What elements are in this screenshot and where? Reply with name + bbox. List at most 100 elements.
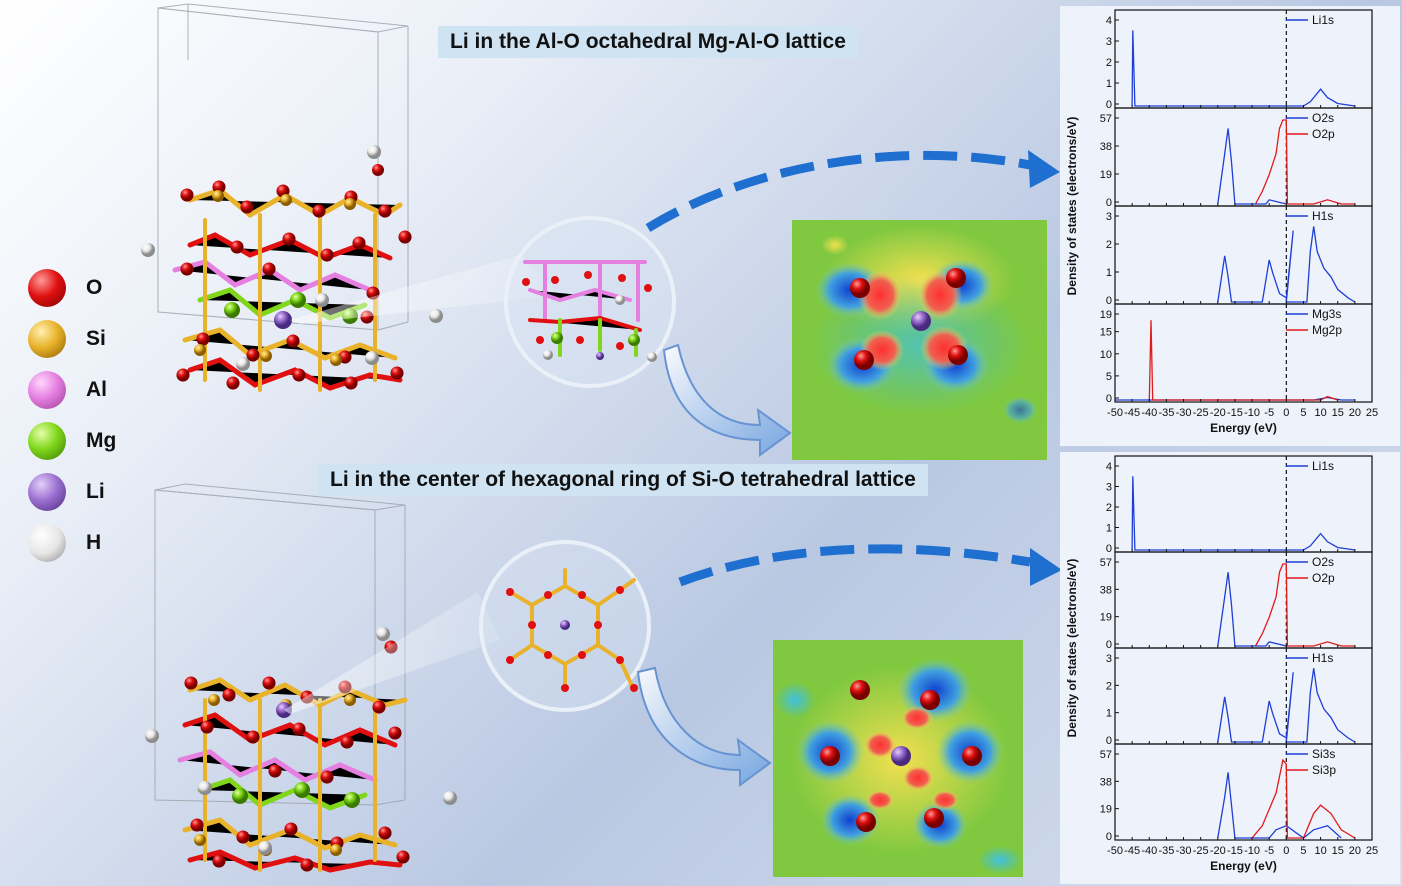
dos-xtick-label: -20 xyxy=(1210,407,1226,419)
magnesium-ball-icon xyxy=(28,421,66,460)
bottom-zoom-beam xyxy=(284,592,500,714)
dos-ytick-label: 57 xyxy=(1100,557,1112,569)
legend-item-h: H xyxy=(28,517,116,568)
dos-curve-h1s xyxy=(1217,226,1356,303)
dos-panel-top: Density of states (electrons/eV) 0 1 2 3 4 Li1… xyxy=(1060,6,1400,446)
dos-xtick-label: -15 xyxy=(1227,407,1243,419)
legend-item-li: Li xyxy=(28,466,116,517)
dos-curve-mg2p xyxy=(1148,320,1338,401)
atom-legend: O Si Al Mg Li H xyxy=(28,262,116,568)
bottom-arrowhead xyxy=(1030,548,1060,586)
dos-ytick-label: 19 xyxy=(1100,612,1112,624)
dos-ytick-label: 19 xyxy=(1100,169,1112,181)
bottom-curved-arrow xyxy=(636,666,772,787)
dos-curve-li1s xyxy=(1131,476,1355,551)
dos-xtick-label: 15 xyxy=(1332,407,1344,419)
dos-ytick-label: 2 xyxy=(1106,502,1112,514)
dos-legend-label: O2p xyxy=(1312,571,1335,585)
top-zoom-beam xyxy=(290,255,560,324)
hydrogen-ball-icon xyxy=(28,523,66,562)
dos-subplot-frame xyxy=(1114,647,1373,745)
dos-ytick-label: 19 xyxy=(1100,804,1112,816)
bottom-zoom-circle xyxy=(479,540,651,712)
dos-ytick-label: 3 xyxy=(1106,653,1112,665)
dos-xtick-label: -10 xyxy=(1244,407,1260,419)
dos-chart-top: Density of states (electrons/eV) 0 1 2 3 4 Li1… xyxy=(1065,9,1378,435)
aluminum-ball-icon xyxy=(28,370,66,409)
dos-curve-si3s xyxy=(1217,772,1342,839)
dos-legend-label: Si3s xyxy=(1312,747,1335,761)
dos-ytick-label: 0 xyxy=(1106,831,1112,843)
oxygen-ball-icon xyxy=(28,268,66,307)
dos-ytick-label: 0 xyxy=(1106,295,1112,307)
legend-item-al: Al xyxy=(28,364,116,415)
dos-ytick-label: 38 xyxy=(1100,584,1112,596)
dos-ytick-label: 0 xyxy=(1106,197,1112,209)
dos-legend-label: Mg3s xyxy=(1312,307,1341,321)
top-arrowhead xyxy=(1028,150,1060,188)
legend-item-o: O xyxy=(28,262,116,313)
dos-xtick-label: 0 xyxy=(1283,845,1289,857)
dos-legend-label: O2s xyxy=(1312,111,1334,125)
dos-xtick-label: -45 xyxy=(1124,845,1140,857)
dos-xtick-label: -30 xyxy=(1176,845,1192,857)
dos-xtick-label: 25 xyxy=(1366,845,1378,857)
dos-subplot-frame xyxy=(1114,303,1373,403)
dos-legend-label: O2p xyxy=(1312,127,1335,141)
dos-ytick-label: 57 xyxy=(1100,749,1112,761)
dos-xtick-label: -35 xyxy=(1158,407,1174,419)
top-curved-arrow xyxy=(662,343,792,457)
dos-ytick-label: 0 xyxy=(1106,639,1112,651)
dos-ytick-label: 0 xyxy=(1106,543,1112,555)
dos-legend-label: O2s xyxy=(1312,555,1334,569)
bottom-charge-density-map xyxy=(773,640,1023,877)
dos-ytick-label: 3 xyxy=(1106,211,1112,223)
dos-curve-o2s xyxy=(1217,572,1287,647)
top-crystal-atoms xyxy=(141,145,443,390)
dos-xtick-label: -15 xyxy=(1227,845,1243,857)
bottom-title: Li in the center of hexagonal ring of Si… xyxy=(318,464,928,496)
dos-xtick-label: -20 xyxy=(1210,845,1226,857)
dos-xlabel: Energy (eV) xyxy=(1210,859,1277,873)
dos-ytick-label: 10 xyxy=(1100,349,1112,361)
dos-ytick-label: 57 xyxy=(1100,113,1112,125)
dos-ytick-label: 4 xyxy=(1106,15,1112,27)
dos-ytick-label: 0 xyxy=(1106,99,1112,111)
dos-xtick-label: -35 xyxy=(1158,845,1174,857)
dos-xtick-label: -45 xyxy=(1124,407,1140,419)
top-charge-density-map xyxy=(792,220,1047,460)
dos-curve-o2p xyxy=(1254,563,1355,647)
dos-ytick-label: 1 xyxy=(1106,267,1112,279)
dos-subplot-frame xyxy=(1114,205,1373,305)
lithium-ball-icon xyxy=(28,472,66,511)
dos-legend-label: H1s xyxy=(1312,651,1333,665)
dos-legend-label: Li1s xyxy=(1312,13,1334,27)
dos-xtick-label: -10 xyxy=(1244,845,1260,857)
dos-xtick-label: -5 xyxy=(1264,407,1274,419)
dos-ylabel: Density of states (electrons/eV) xyxy=(1065,559,1079,738)
legend-item-si: Si xyxy=(28,313,116,364)
dos-xtick-label: 20 xyxy=(1349,845,1361,857)
dos-legend-label: Si3p xyxy=(1312,763,1336,777)
dos-ylabel: Density of states (electrons/eV) xyxy=(1065,117,1079,296)
dos-xtick-label: 10 xyxy=(1314,407,1326,419)
dos-ytick-label: 4 xyxy=(1106,461,1112,473)
dos-xtick-label: 20 xyxy=(1349,407,1361,419)
dos-ytick-label: 5 xyxy=(1106,371,1112,383)
dos-ytick-label: 15 xyxy=(1100,327,1112,339)
dos-xtick-label: -40 xyxy=(1141,845,1157,857)
dos-xtick-label: -50 xyxy=(1107,407,1123,419)
dos-xlabel: Energy (eV) xyxy=(1210,421,1277,435)
dos-xtick-label: 10 xyxy=(1314,845,1326,857)
dos-xtick-label: 15 xyxy=(1332,845,1344,857)
dos-ytick-label: 38 xyxy=(1100,776,1112,788)
top-dashed-arrow xyxy=(645,150,1031,232)
dos-xtick-label: -25 xyxy=(1193,407,1209,419)
dos-xtick-label: -5 xyxy=(1264,845,1274,857)
top-unit-cell xyxy=(157,3,409,331)
dos-subplot-frame xyxy=(1114,743,1373,841)
dos-legend-label: Mg2p xyxy=(1312,323,1342,337)
dos-ytick-label: 2 xyxy=(1106,57,1112,69)
